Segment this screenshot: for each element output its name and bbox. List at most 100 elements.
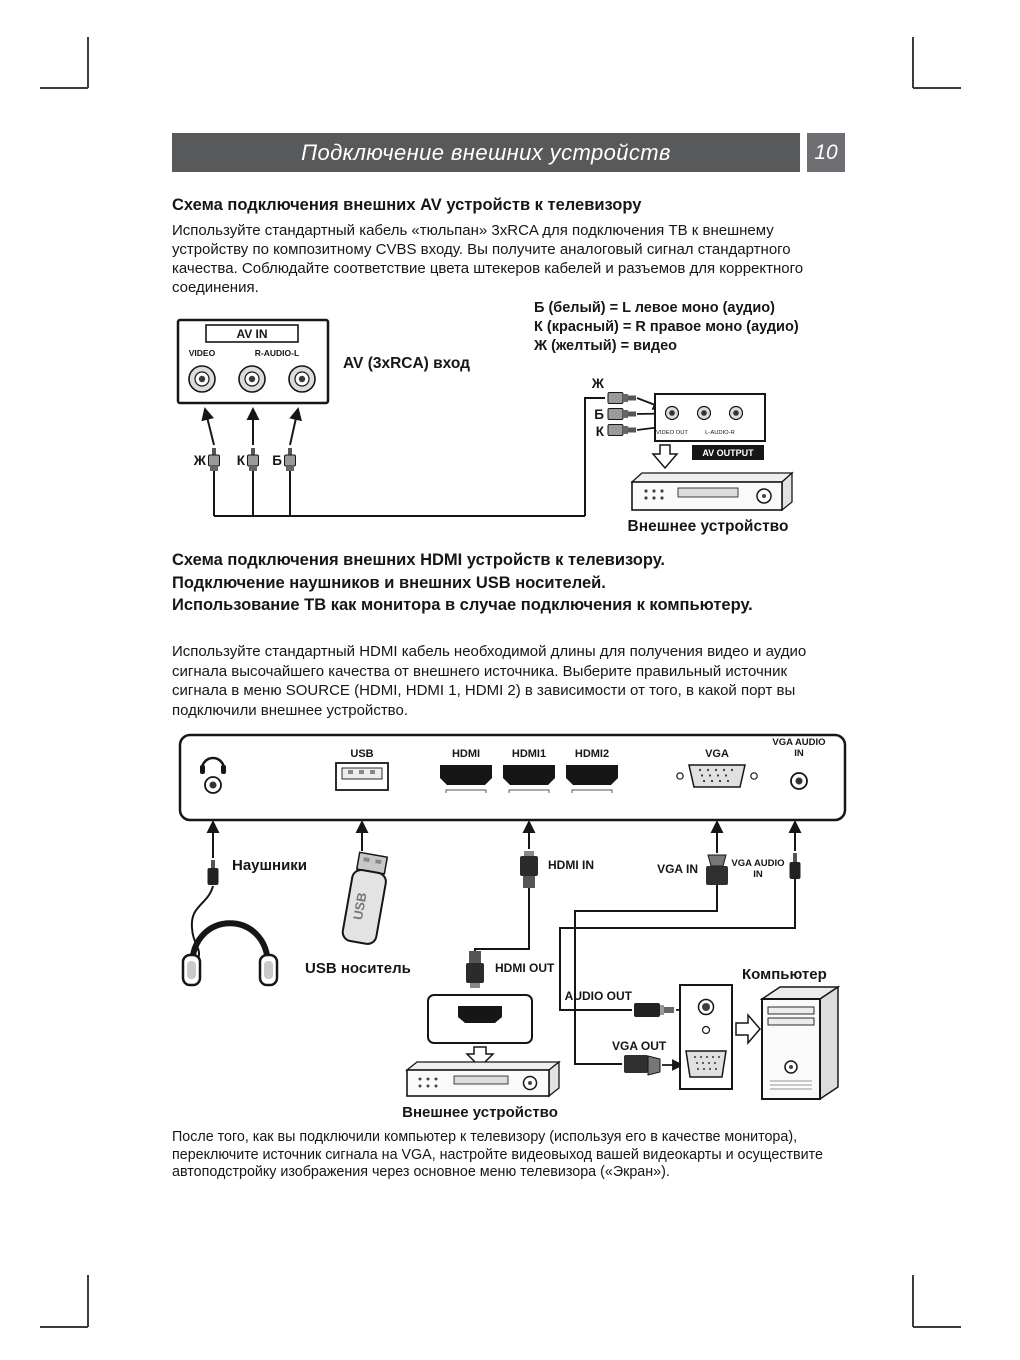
rca-plug-icon <box>607 408 636 420</box>
rca-jack-icon <box>696 405 712 421</box>
crop-mark-top-left-v <box>87 37 89 88</box>
rca-plug-icon <box>284 448 296 471</box>
page-number-badge: 10 <box>804 133 845 172</box>
plug-label-yellow: Ж <box>591 376 605 391</box>
crop-mark-bottom-right-v <box>912 1275 914 1327</box>
hdmi-plug-icon <box>520 851 538 888</box>
legend-white: Б (белый) = L левое моно (аудио) <box>534 300 775 316</box>
computer-rear-panel <box>679 984 733 1090</box>
hdmi2-port-bracket <box>571 789 613 793</box>
usb-stick-illustration: USB <box>341 851 389 945</box>
hdmi-out-label: HDMI OUT <box>495 961 555 975</box>
plug-label-red: К <box>596 424 605 439</box>
headphone-icon <box>200 756 226 774</box>
external-device-illustration <box>405 1060 561 1098</box>
section-hdmi-heading-line2: Подключение наушников и внешних USB носи… <box>172 573 606 592</box>
rca-jack-icon <box>288 365 316 393</box>
headphones-illustration <box>181 920 279 987</box>
av-input-caption: AV (3xRCA) вход <box>343 355 470 372</box>
rca-jack-icon <box>728 405 744 421</box>
page-header-bar: Подключение внешних устройств <box>172 133 800 172</box>
usb-port <box>335 762 389 791</box>
usb-port-label: USB <box>350 748 373 760</box>
rca-jack-icon <box>238 365 266 393</box>
rca-plug-icon <box>607 424 636 436</box>
hdmi-branch: HDMI IN HDMI OUT Внешнее устройство <box>402 820 594 1121</box>
audio-cable <box>559 879 796 1011</box>
audio-out-jack <box>697 998 715 1016</box>
computer-tower-illustration <box>759 985 841 1101</box>
vga-plug-icon <box>624 1055 661 1076</box>
hdmi-in-label: HDMI IN <box>548 858 594 872</box>
hdmi-port-label: HDMI <box>452 748 480 760</box>
rca-plugs-tv-end: Ж К Б <box>193 448 296 471</box>
hdmi2-port <box>566 765 618 785</box>
vga-audio-jack <box>790 772 808 790</box>
crop-mark-top-left-h <box>40 87 88 89</box>
crop-mark-top-right-v <box>912 37 914 88</box>
headphone-cable <box>190 885 214 961</box>
vga-port <box>676 764 758 788</box>
headphones-branch: Наушники <box>181 820 307 987</box>
hdmi-port-bracket <box>445 789 487 793</box>
computer-label: Компьютер <box>742 966 827 983</box>
hdmi1-port-label: HDMI1 <box>512 748 546 760</box>
section-hdmi-heading-line3: Использование ТВ как монитора в случае п… <box>172 596 753 614</box>
crop-mark-top-right-h <box>913 87 961 89</box>
vga-branch: VGA IN VGA AUDIO IN AUDIO OUT VGA OUT <box>559 820 841 1101</box>
tv-rear-panel: USB HDMI HDMI1 HDMI2 VGA VGA <box>178 733 847 822</box>
usb-branch: USB USB носитель <box>305 820 411 977</box>
av-output-label: AV OUTPUT <box>702 448 754 458</box>
headphone-jack <box>204 776 222 794</box>
legend-red: К (красный) = R правое моно (аудио) <box>534 319 799 335</box>
vga-cable <box>574 885 718 1065</box>
hdmi2-port-label: HDMI2 <box>575 748 609 760</box>
audio-plug-icon <box>207 860 219 885</box>
l-audio-r-label: L-AUDIO-R <box>705 430 735 436</box>
rca-plug-icon <box>247 448 259 471</box>
legend-yellow: Ж (желтый) = видео <box>533 338 677 354</box>
plug-label-white: Б <box>594 407 604 422</box>
usb-stick-text: USB <box>350 891 370 921</box>
section-av-heading: Схема подключения внешних AV устройств к… <box>172 196 642 214</box>
usb-drive-label: USB носитель <box>305 960 411 977</box>
hdmi-connection-diagram: USB HDMI HDMI1 HDMI2 VGA VGA <box>178 733 847 1121</box>
vga-audio-in-label-line2: IN <box>794 748 804 759</box>
plug-to-jack-arrows <box>201 407 302 446</box>
audio-out-label: AUDIO OUT <box>565 989 633 1003</box>
section-hdmi-body: Используйте стандартный HDMI кабель необ… <box>172 643 807 719</box>
hdmi-port <box>440 765 492 785</box>
audio-plug-icon <box>789 853 801 879</box>
crop-mark-bottom-left-h <box>40 1326 88 1328</box>
section-hdmi-heading: Схема подключения внешних HDMI устройств… <box>172 549 753 617</box>
video-jack-label: VIDEO <box>189 348 216 358</box>
right-arrow-icon <box>735 1012 761 1046</box>
vga-port-label: VGA <box>705 748 729 760</box>
av-output-badge: AV OUTPUT <box>692 445 764 460</box>
device-hdmi-port-box <box>427 994 533 1044</box>
hdmi-cable <box>474 888 530 951</box>
hdmi1-port <box>503 765 555 785</box>
rca-plug-icon <box>607 392 636 404</box>
vga-out-label: VGA OUT <box>612 1039 667 1053</box>
hdmi-plug-icon <box>466 951 484 988</box>
crop-mark-bottom-right-h <box>913 1326 961 1328</box>
external-device-illustration <box>630 471 794 512</box>
crop-mark-bottom-left-v <box>87 1275 89 1327</box>
vga-out-port <box>685 1050 727 1078</box>
vga-plug-icon <box>706 854 728 885</box>
panel-screw <box>701 1025 711 1035</box>
cable-routing <box>213 397 605 517</box>
rca-plug-icon <box>208 448 220 471</box>
footer-paragraph: После того, как вы подключили компьютер … <box>172 1129 823 1180</box>
section-hdmi-heading-line1: Схема подключения внешних HDMI устройств… <box>172 551 666 569</box>
av-in-label: AV IN <box>236 327 267 341</box>
down-arrow-icon <box>465 1046 495 1069</box>
audio-jacks-label: R-AUDIO-L <box>255 348 299 358</box>
video-out-label: VIDEO OUT <box>656 430 688 436</box>
vga-audio-in-cable-label-line2: IN <box>753 869 763 880</box>
plug-label-white: Б <box>272 453 282 468</box>
av-connection-diagram: AV IN VIDEO R-AUDIO-L AV (3xRCA) вход <box>176 300 799 535</box>
rca-jack-icon <box>664 405 680 421</box>
vga-audio-in-label-line1: VGA AUDIO <box>772 737 825 748</box>
